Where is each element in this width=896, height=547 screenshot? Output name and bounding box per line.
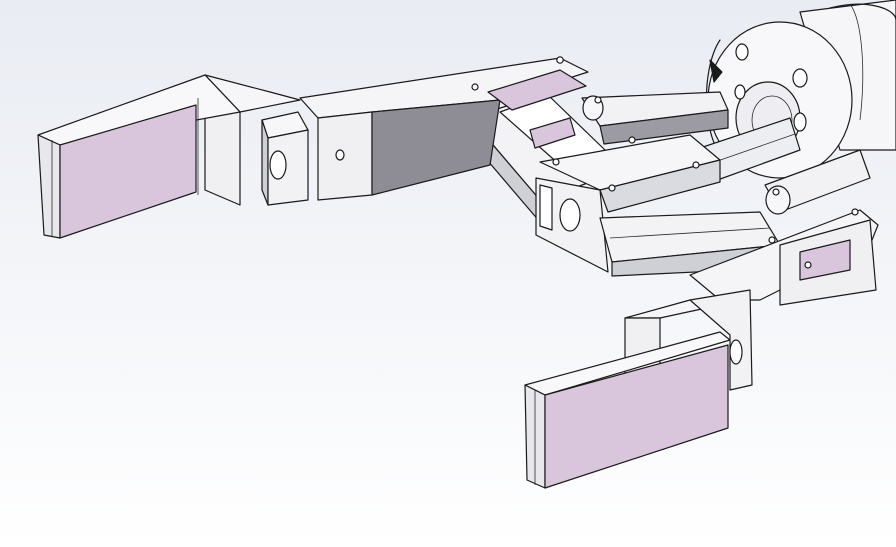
bolt-hole-icon [734,84,746,100]
lower-finger-pad [524,331,731,489]
upper-finger-pad [37,74,241,239]
bolt-hole-icon [793,112,807,132]
pivot-links [581,91,871,215]
bolt-hole-icon [792,68,808,88]
center-block [535,134,721,273]
bolt-hole-icon [735,43,749,61]
